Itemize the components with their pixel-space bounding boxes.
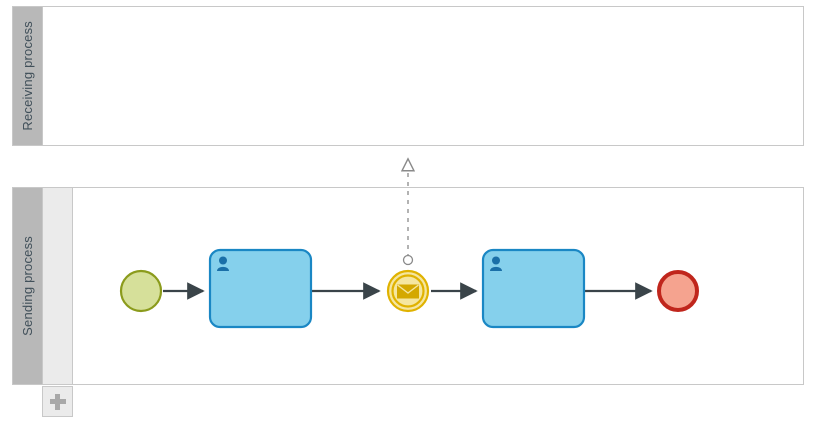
pool-header-receiving-process[interactable]: Receiving process: [13, 7, 43, 145]
add-lane-button[interactable]: [42, 386, 73, 417]
message-event-inner-circle: [391, 274, 425, 308]
pool-label-receiving-process: Receiving process: [20, 21, 35, 131]
intermediate-throw-message-event[interactable]: [386, 269, 430, 313]
start-event-circle[interactable]: [119, 269, 163, 313]
plus-icon-vertical-bar: [55, 393, 60, 410]
pool-label-sending-process: Sending process: [20, 236, 35, 336]
message-flow-source-marker: [402, 254, 414, 266]
user-icon: [217, 256, 229, 271]
message-flow-1[interactable]: [402, 160, 414, 266]
user-task-2[interactable]: [481, 248, 586, 329]
end-event-circle[interactable]: [657, 270, 699, 312]
start-event[interactable]: [119, 269, 163, 313]
user-icon: [490, 256, 502, 271]
user-task-2-body[interactable]: [481, 248, 586, 329]
end-event[interactable]: [657, 270, 699, 312]
envelope-icon: [397, 284, 419, 299]
pool-header-sending-process[interactable]: Sending process: [13, 188, 43, 384]
lane-header-sending-process[interactable]: [43, 188, 73, 384]
user-task-1[interactable]: [208, 248, 313, 329]
pool-receiving-process[interactable]: Receiving process: [12, 6, 804, 146]
user-task-1-body[interactable]: [208, 248, 313, 329]
